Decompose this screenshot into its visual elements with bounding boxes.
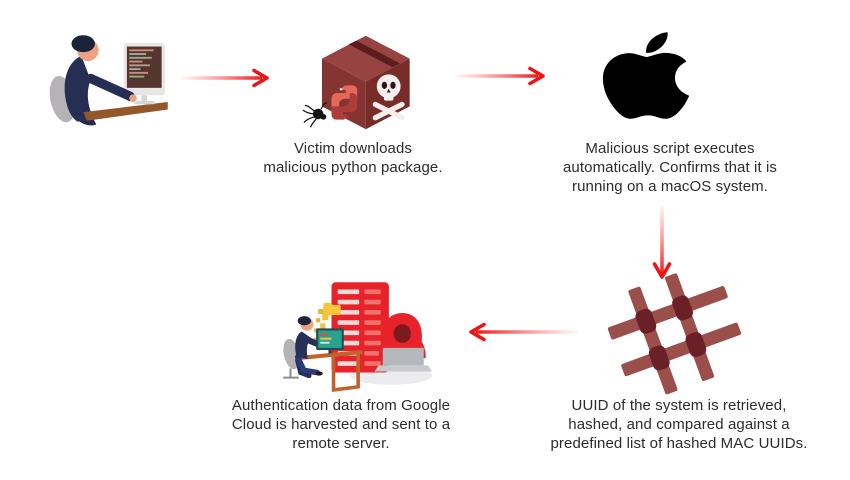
code-monitor xyxy=(123,42,165,105)
hash-icon xyxy=(607,269,743,396)
laptop-icon xyxy=(374,347,432,372)
spider-icon xyxy=(302,101,327,128)
hooded-hacker-icon xyxy=(378,313,426,359)
arrow-package-to-macos-icon xyxy=(454,66,545,86)
caption-victim-downloads: Victim downloads malicious python packag… xyxy=(263,140,443,177)
arrow-macos-to-hash-icon xyxy=(652,204,672,279)
caption-script-executes: Malicious script executes automatically.… xyxy=(562,140,778,196)
caption-data-harvested: Authentication data from Google Cloud is… xyxy=(231,397,451,453)
arrow-hash-to-exfiltration-icon xyxy=(469,322,578,342)
chart-monitor-icon xyxy=(316,328,344,354)
desk-icon xyxy=(296,349,363,392)
person-at-desk-icon xyxy=(283,316,326,379)
arrow-victim-to-package-icon xyxy=(180,68,269,88)
caption-uuid-hashed: UUID of the system is retrieved, hashed,… xyxy=(550,397,808,453)
hacker-data-harvest-illustration xyxy=(283,282,432,392)
server-rack-icon xyxy=(331,282,389,373)
python-logo-icon xyxy=(331,85,358,120)
malicious-python-package-icon xyxy=(302,35,410,130)
apple-logo-icon xyxy=(602,32,690,119)
person-at-computer-illustration xyxy=(49,35,168,126)
skull-crossbones-icon xyxy=(372,74,405,121)
